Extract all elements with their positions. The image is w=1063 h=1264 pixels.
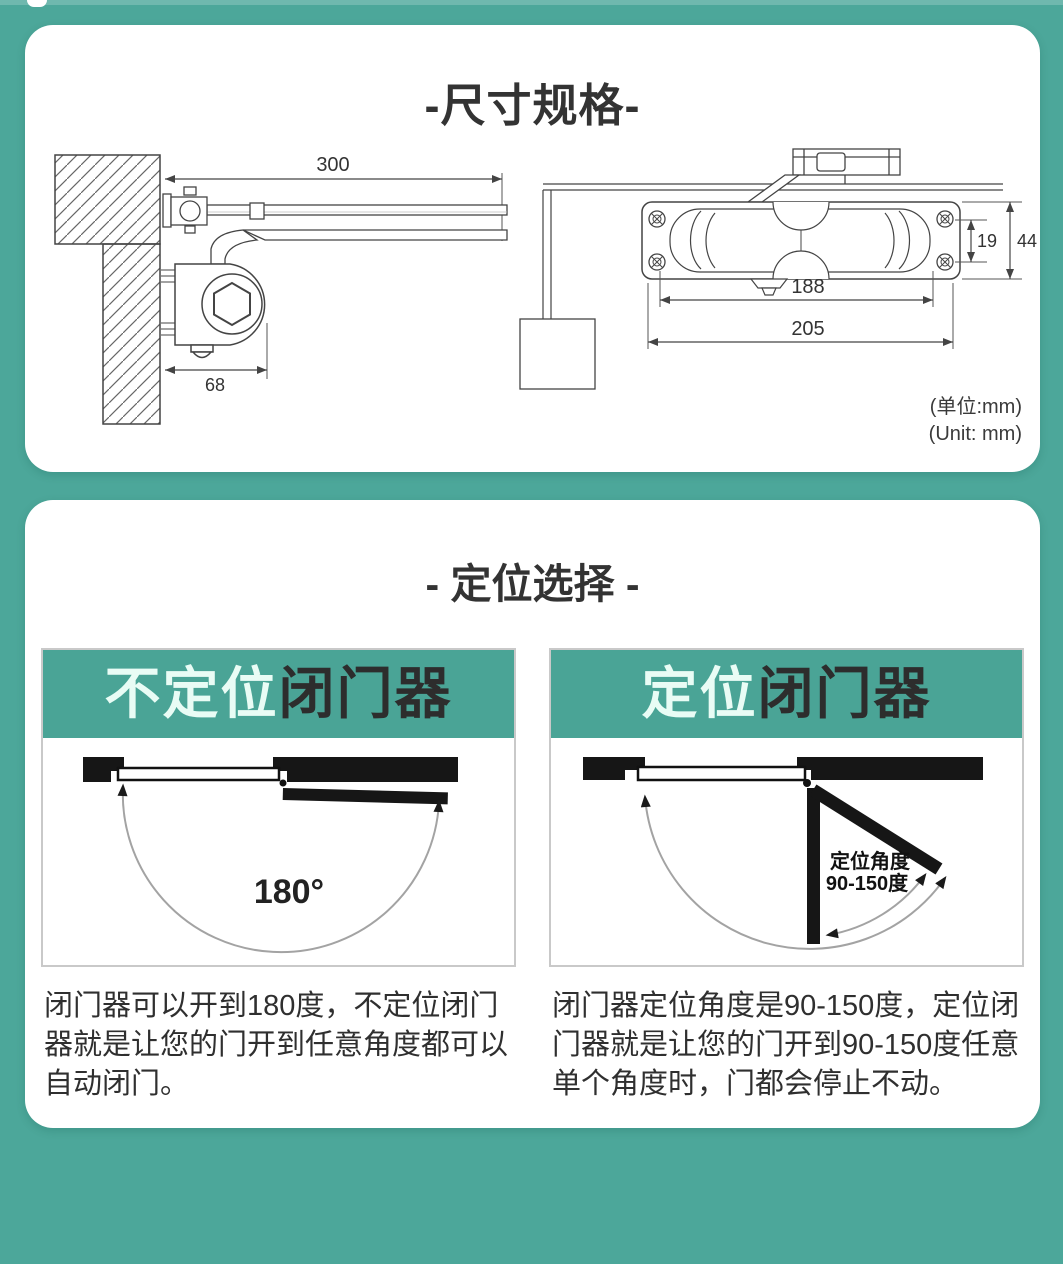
- svg-text:44: 44: [1017, 231, 1037, 251]
- wall-left: [83, 757, 124, 782]
- dim-body-length: 205: [647, 283, 954, 349]
- pivot-point: [803, 779, 811, 787]
- wall-section-hatched: [54, 154, 161, 425]
- panel-positioning: 定位闭门器 定位角度 90-150度 闭门器: [549, 648, 1024, 1104]
- dim-arm-length: 300: [165, 154, 503, 241]
- dim-screw-spacing: 188: [659, 271, 934, 307]
- hold-angle-label-line1: 定位角度: [830, 849, 911, 873]
- svg-text:205: 205: [791, 318, 824, 340]
- positioning-panels: 不定位闭门器 180°: [25, 648, 1040, 1104]
- wall-right: [273, 757, 458, 782]
- door-open: [116, 766, 281, 782]
- wall-left: [583, 757, 645, 780]
- pivot-point: [279, 779, 287, 787]
- mount-box: [519, 318, 596, 390]
- mounting-screws: [648, 210, 954, 271]
- closer-body-side-view: [161, 263, 266, 359]
- hold-angle-label-line2: 90-150度: [826, 871, 909, 895]
- positioning-description: 闭门器定位角度是90-150度，定位闭门器就是让您的门开到90-150度任意单个…: [552, 990, 1020, 1100]
- closer-body-top-view: [641, 201, 961, 296]
- dim-body-projection: 68: [165, 323, 268, 395]
- door-swung: [282, 788, 448, 805]
- panel-non-positioning-header: 不定位闭门器: [43, 650, 514, 738]
- dimension-spec-card: -尺寸规格- 300: [25, 25, 1040, 472]
- rail-bracket-top-view: [746, 148, 901, 203]
- panel-non-positioning: 不定位闭门器 180°: [41, 648, 516, 1104]
- positioning-section-title: - 定位选择 -: [425, 561, 640, 607]
- door-swing-diagram-180: 180°: [43, 738, 514, 965]
- arm-hinge-bracket: [162, 186, 208, 234]
- svg-text:300: 300: [316, 154, 349, 176]
- svg-text:68: 68: [205, 375, 225, 395]
- closer-arm-side-view: [206, 202, 508, 265]
- header-rest: 闭门器: [278, 662, 453, 725]
- previous-card-corner: [27, 0, 47, 7]
- door-open: [636, 765, 807, 782]
- door-swing-diagram-hold-open: 定位角度 90-150度: [551, 738, 1022, 965]
- previous-section-edge: [0, 0, 1063, 5]
- arm-link: [746, 174, 801, 203]
- svg-text:19: 19: [977, 231, 997, 251]
- unit-note: (单位:mm) (Unit: mm): [929, 395, 1022, 445]
- header-highlight: 不定位: [104, 662, 279, 725]
- panel-positioning-header: 定位闭门器: [551, 650, 1022, 738]
- dimension-section-title: -尺寸规格-: [424, 80, 641, 131]
- svg-text:(单位:mm): (单位:mm): [930, 395, 1022, 418]
- dim-body-height: 44: [962, 201, 1037, 280]
- header-highlight: 定位: [641, 662, 758, 725]
- door-at-90: [807, 788, 820, 944]
- dim-screw-row-gap: 19: [955, 219, 997, 263]
- non-positioning-description: 闭门器可以开到180度，不定位闭门器就是让您的门开到任意角度都可以自动闭门。: [44, 990, 509, 1100]
- angle-label-180: 180°: [254, 873, 324, 911]
- wall-right: [797, 757, 983, 780]
- positioning-choice-card: - 定位选择 - 不定位闭门器: [25, 500, 1040, 1128]
- svg-text:188: 188: [791, 276, 824, 298]
- swing-arc-180: [117, 783, 444, 954]
- swing-arc-hold-range: [825, 872, 927, 939]
- dimension-technical-drawing: 300: [54, 148, 1037, 445]
- hex-spindle: [213, 281, 251, 327]
- svg-text:(Unit: mm): (Unit: mm): [929, 423, 1022, 445]
- header-rest: 闭门器: [757, 662, 932, 725]
